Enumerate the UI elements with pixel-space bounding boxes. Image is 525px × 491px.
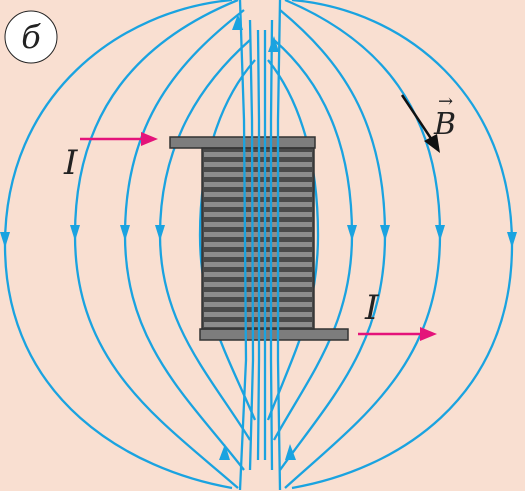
field-line-left-5 — [198, 59, 257, 421]
inner-line-6 — [276, 0, 282, 491]
arrow-down-left-2 — [70, 225, 80, 241]
inner-line-5 — [269, 19, 274, 471]
current-label-in: I — [63, 143, 78, 183]
coil-top-flange — [169, 136, 316, 149]
inner-line-1 — [238, 0, 248, 491]
arrow-down-right-3 — [380, 225, 390, 241]
arrow-down-right-1 — [507, 232, 517, 248]
inner-line-2 — [248, 19, 255, 471]
b-vector — [400, 94, 440, 153]
arrow-down-right-2 — [435, 225, 445, 241]
current-out-arrowhead — [420, 327, 437, 341]
label-circle: б — [4, 10, 58, 64]
field-lines-inner — [238, 0, 282, 491]
inner-line-3 — [256, 29, 261, 461]
arrow-up-bottom-right — [285, 444, 296, 460]
b-vector-line — [400, 94, 434, 141]
arrow-down-left-1 — [0, 232, 10, 248]
current-arrows — [80, 132, 437, 341]
arrow-up-bottom-left — [219, 444, 230, 460]
current-label-out: I — [364, 288, 379, 328]
field-label-vector-arrow: → — [438, 91, 453, 112]
figure-label: б — [21, 18, 41, 56]
b-vector-arrowhead — [424, 134, 440, 153]
field-line-right-5 — [266, 59, 320, 421]
current-in-arrowhead — [141, 132, 158, 146]
field-label: B — [433, 107, 456, 142]
arrow-down-left-4 — [155, 225, 165, 241]
coil-bottom-flange — [199, 328, 349, 341]
arrow-down-left-3 — [120, 225, 130, 241]
arrow-down-right-4 — [347, 225, 357, 241]
